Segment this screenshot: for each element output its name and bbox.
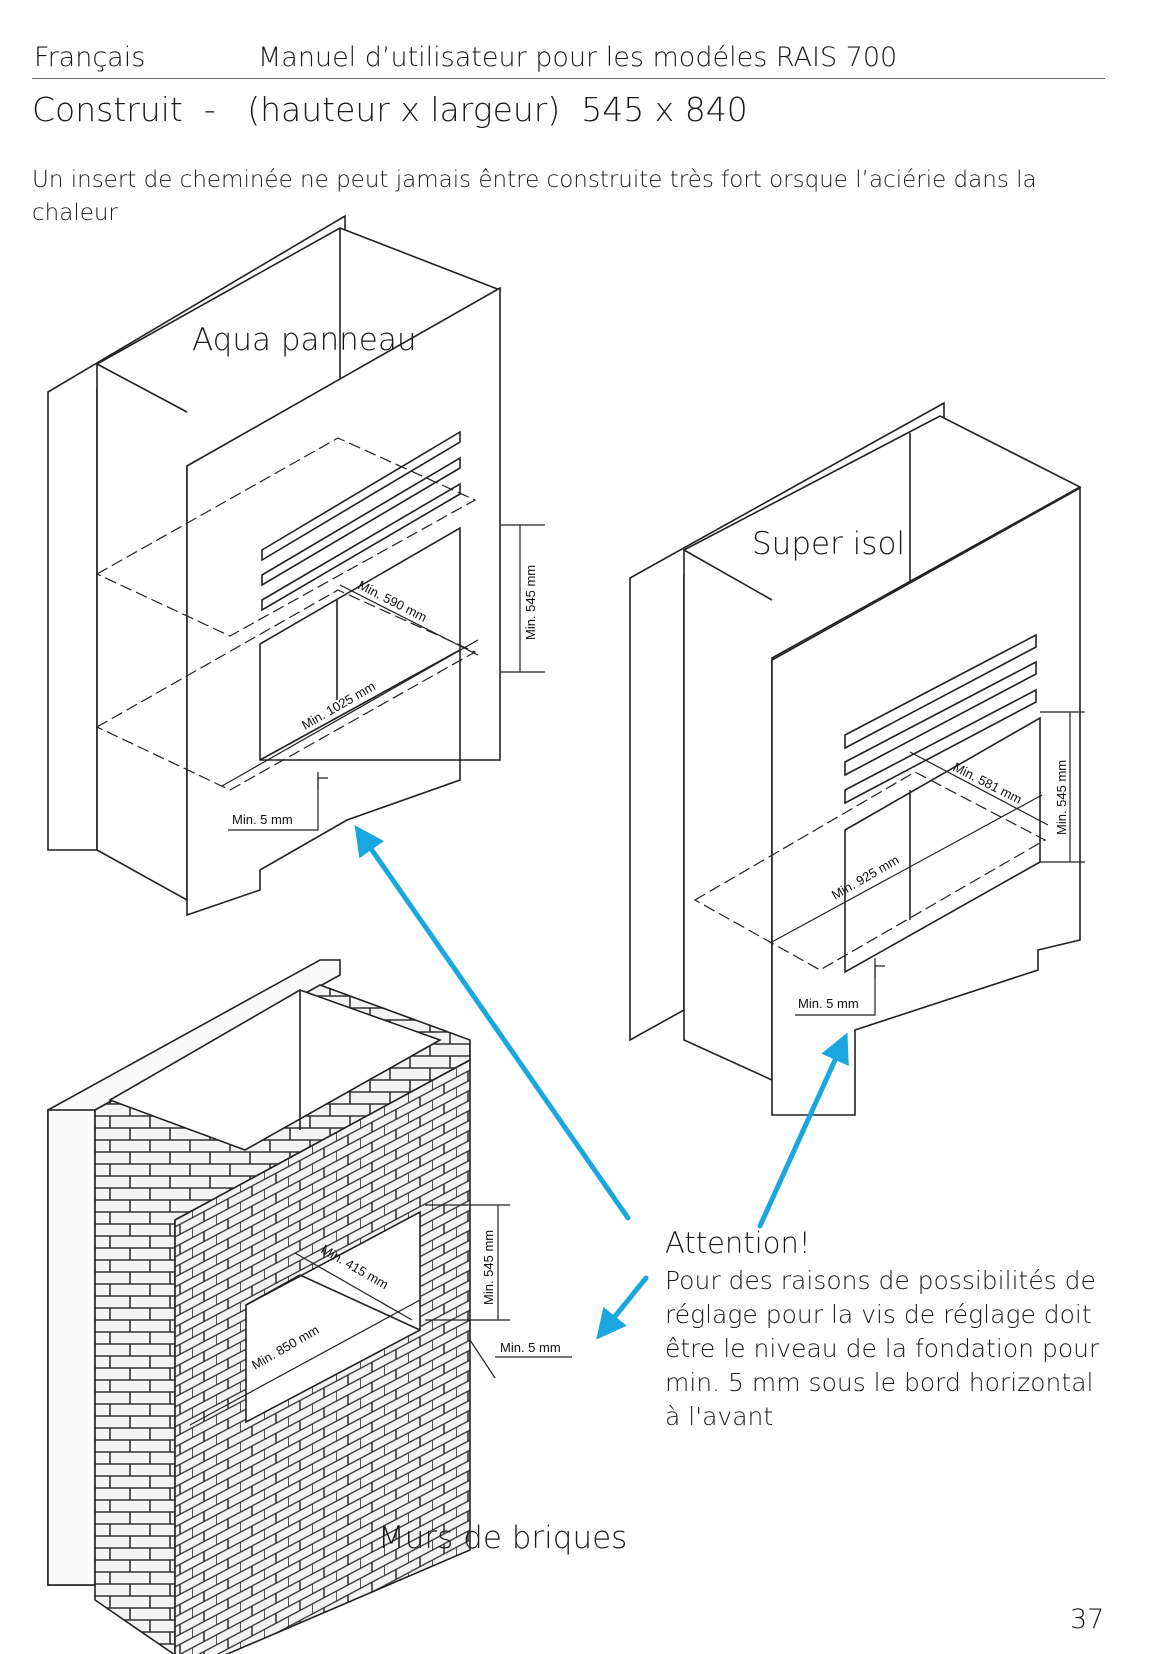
blue-arrows: [354, 825, 849, 1340]
brick-wall-drawing: [47, 959, 471, 1654]
aqua-gap-dim: Min. 5 mm: [232, 812, 293, 827]
label-super-isol: Super isol: [752, 526, 906, 562]
super-gap-dim: Min. 5 mm: [798, 996, 859, 1011]
aqua-panel-drawing: [47, 214, 502, 917]
page-number: 37: [1070, 1604, 1105, 1635]
attention-body: Pour des raisons de possibilités de régl…: [665, 1266, 1100, 1431]
super-height-dim: Min. 545 mm: [1054, 760, 1069, 835]
intro-text: Un insert de cheminée ne peut jamais ênt…: [32, 167, 1037, 226]
super-dimensions: [769, 711, 1085, 1016]
aqua-height-dim: Min. 545 mm: [523, 565, 538, 640]
super-isol-drawing: [629, 401, 1082, 1116]
brick-height-dim: Min. 545 mm: [481, 1230, 496, 1305]
attention-note: Attention! Pour des raisons de possibili…: [665, 1226, 1105, 1434]
label-aqua-panneau: Aqua panneau: [192, 322, 417, 358]
section-title: Construit - (hauteur x largeur) 545 x 84…: [32, 90, 748, 129]
header-manual-title: Manuel d’utilisateur pour les modéles RA…: [258, 42, 898, 73]
label-murs-de-briques: Murs de briques: [378, 1520, 628, 1556]
brick-dimensions: [189, 1204, 572, 1426]
header-language: Français: [34, 42, 146, 73]
attention-heading: Attention!: [665, 1226, 811, 1260]
label-murs-de-briques-mark: .: [614, 1524, 620, 1545]
header-rule: [32, 78, 1105, 79]
brick-gap-dim: Min. 5 mm: [500, 1340, 561, 1355]
aqua-dimensions: [221, 524, 545, 831]
